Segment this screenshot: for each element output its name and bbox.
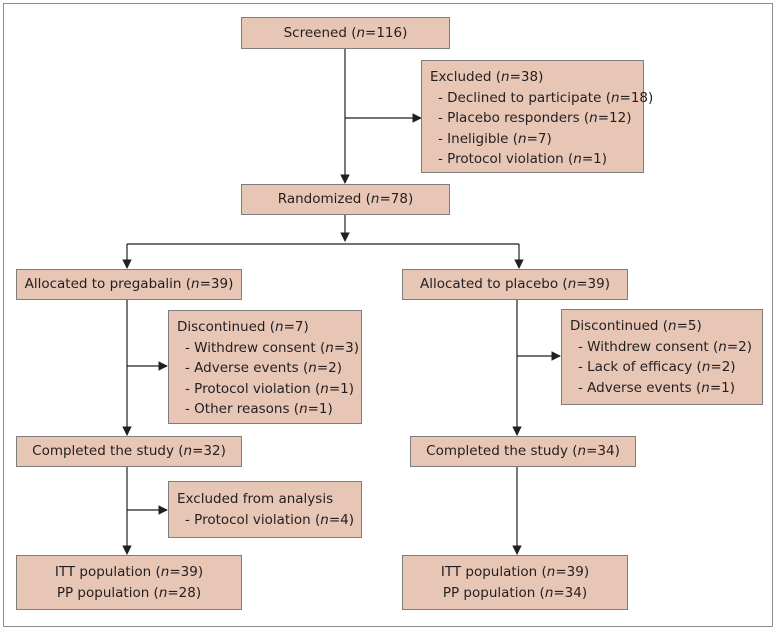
pregabalin-allocated-label: Allocated to pregabalin (n=39) [24, 276, 234, 293]
excluded-item: - Protocol violation (n=1) [438, 151, 608, 167]
screened-label: Screened (n=116) [283, 24, 408, 41]
placebo-discontinued-item: - Withdrew consent (n=2) [578, 338, 752, 355]
excluded-item: - Ineligible (n=7) [438, 130, 552, 147]
placebo-completed-box: Completed the study (n=34) [410, 436, 636, 467]
pregabalin-pp-label: PP population (n=28) [56, 584, 202, 601]
pregabalin-completed-box: Completed the study (n=32) [16, 436, 242, 467]
randomized-box: Randomized (n=78) [241, 184, 450, 215]
excluded-item: - Declined to participate (n=18) [438, 89, 654, 106]
pregabalin-excluded-analysis-box: Excluded from analysis - Protocol violat… [168, 481, 362, 538]
pregabalin-completed-label: Completed the study (n=32) [32, 443, 226, 460]
screened-box: Screened (n=116) [241, 17, 450, 49]
pregabalin-discontinued-box: Discontinued (n=7) - Withdrew consent (n… [168, 310, 362, 424]
pregabalin-discontinued-item: - Withdrew consent (n=3) [185, 339, 359, 356]
placebo-completed-label: Completed the study (n=34) [426, 443, 620, 460]
pregabalin-discontinued-title: Discontinued (n=7) [177, 319, 309, 335]
excluded-box: Excluded (n=38) - Declined to participat… [421, 60, 654, 173]
randomized-label: Randomized (n=78) [277, 191, 414, 208]
placebo-discontinued-item: - Adverse events (n=1) [578, 379, 735, 396]
excluded-analysis-title: Excluded from analysis [177, 491, 334, 507]
placebo-population-box: ITT population (n=39) PP population (n=3… [402, 555, 628, 610]
pregabalin-population-box: ITT population (n=39) PP population (n=2… [16, 555, 242, 610]
placebo-itt-label: ITT population (n=39) [440, 564, 590, 580]
placebo-allocated-box: Allocated to placebo (n=39) [402, 269, 628, 300]
placebo-discontinued-title: Discontinued (n=5) [570, 318, 702, 334]
placebo-discontinued-box: Discontinued (n=5) - Withdrew consent (n… [561, 309, 763, 405]
placebo-discontinued-item: - Lack of efficacy (n=2) [578, 359, 736, 375]
excluded-analysis-item: - Protocol violation (n=4) [185, 511, 355, 528]
pregabalin-discontinued-item: - Protocol violation (n=1) [185, 380, 355, 397]
excluded-item: - Placebo responders (n=12) [438, 110, 632, 126]
pregabalin-itt-label: ITT population (n=39) [54, 564, 204, 580]
pregabalin-discontinued-item: - Other reasons (n=1) [185, 401, 333, 417]
placebo-allocated-label: Allocated to placebo (n=39) [419, 276, 611, 293]
pregabalin-discontinued-item: - Adverse events (n=2) [185, 360, 342, 376]
excluded-title: Excluded (n=38) [430, 69, 544, 85]
pregabalin-allocated-box: Allocated to pregabalin (n=39) [16, 269, 242, 300]
figure-frame [3, 3, 773, 627]
placebo-pp-label: PP population (n=34) [442, 584, 588, 601]
